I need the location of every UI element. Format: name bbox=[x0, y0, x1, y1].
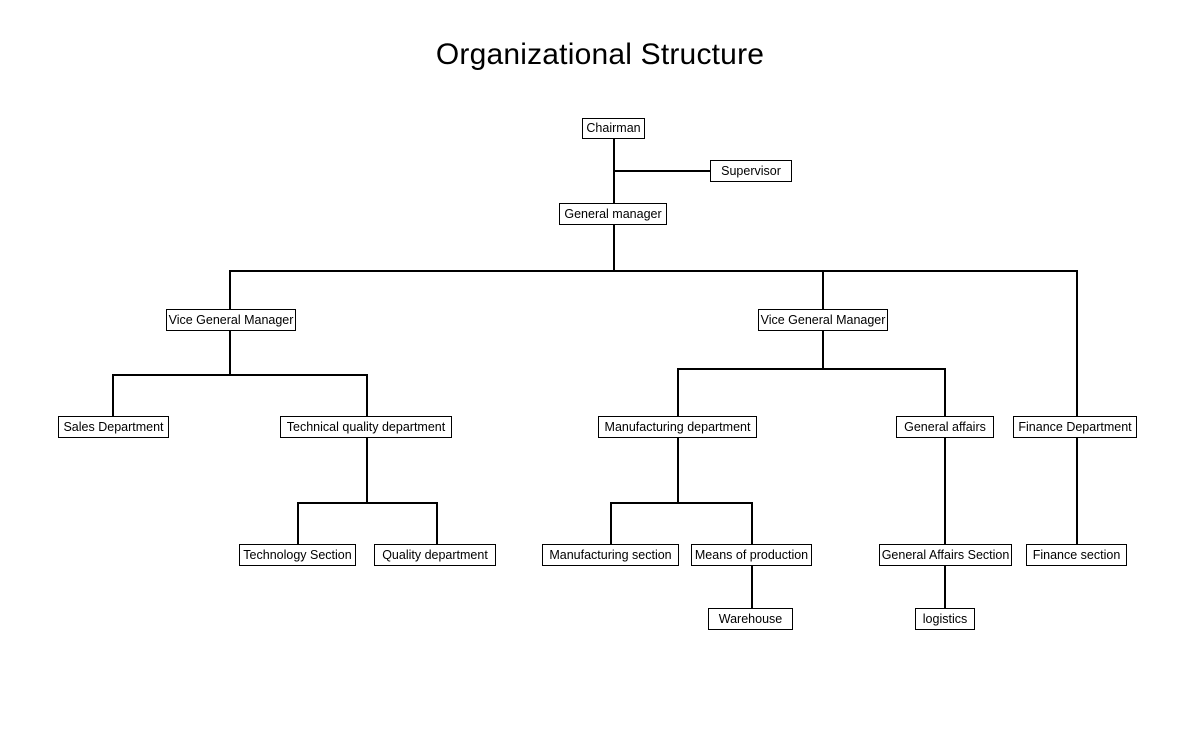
connector-vgm-left-drop-sales bbox=[112, 374, 114, 416]
org-node-vice-general-manager-left[interactable]: Vice General Manager bbox=[166, 309, 296, 331]
org-node-sales-department[interactable]: Sales Department bbox=[58, 416, 169, 438]
page-title: Organizational Structure bbox=[435, 38, 765, 71]
connector-tqd-stem bbox=[366, 438, 368, 503]
connector-vgm-left-stem bbox=[229, 331, 231, 375]
connector-mfg-stem bbox=[677, 438, 679, 503]
org-node-chairman[interactable]: Chairman bbox=[582, 118, 645, 139]
org-node-manufacturing-department[interactable]: Manufacturing department bbox=[598, 416, 757, 438]
org-node-means-of-production[interactable]: Means of production bbox=[691, 544, 812, 566]
connector-general-affairs-stem bbox=[944, 438, 946, 544]
connector-supervisor-connector bbox=[613, 170, 711, 172]
connector-vgm-left-drop-tqd bbox=[366, 374, 368, 416]
org-node-finance-department[interactable]: Finance Department bbox=[1013, 416, 1137, 438]
connector-vgm-left-bus bbox=[112, 374, 366, 376]
connector-tqd-drop-quality bbox=[436, 502, 438, 544]
org-node-general-affairs-section[interactable]: General Affairs Section bbox=[879, 544, 1012, 566]
connector-means-to-warehouse bbox=[751, 566, 753, 608]
connector-mfg-bus bbox=[610, 502, 752, 504]
connector-mfg-drop-section bbox=[610, 502, 612, 544]
connector-vgm-right-stem bbox=[822, 331, 824, 369]
connector-gm-drop-vgm-left bbox=[229, 270, 231, 309]
org-node-quality-department[interactable]: Quality department bbox=[374, 544, 496, 566]
connector-gm-drop-vgm-right bbox=[822, 270, 824, 309]
org-node-logistics[interactable]: logistics bbox=[915, 608, 975, 630]
org-node-finance-section[interactable]: Finance section bbox=[1026, 544, 1127, 566]
connector-finance-dept-stem bbox=[1076, 438, 1078, 544]
org-node-supervisor[interactable]: Supervisor bbox=[710, 160, 792, 182]
org-node-technical-quality-department[interactable]: Technical quality department bbox=[280, 416, 452, 438]
org-node-warehouse[interactable]: Warehouse bbox=[708, 608, 793, 630]
connector-vgm-right-drop-general-affairs bbox=[944, 368, 946, 416]
org-node-manufacturing-section[interactable]: Manufacturing section bbox=[542, 544, 679, 566]
connector-tqd-bus bbox=[297, 502, 437, 504]
connector-gm-stem-down bbox=[613, 225, 615, 271]
org-node-vice-general-manager-right[interactable]: Vice General Manager bbox=[758, 309, 888, 331]
connector-gm-drop-finance bbox=[1076, 270, 1078, 416]
connector-gas-to-logistics bbox=[944, 566, 946, 608]
connector-tqd-drop-technology bbox=[297, 502, 299, 544]
connector-gm-bus bbox=[229, 270, 1077, 272]
connector-vgm-right-bus bbox=[677, 368, 945, 370]
connector-mfg-drop-means bbox=[751, 502, 753, 544]
org-node-technology-section[interactable]: Technology Section bbox=[239, 544, 356, 566]
connector-vgm-right-drop-manufacturing bbox=[677, 368, 679, 416]
org-node-general-manager[interactable]: General manager bbox=[559, 203, 667, 225]
org-node-general-affairs[interactable]: General affairs bbox=[896, 416, 994, 438]
